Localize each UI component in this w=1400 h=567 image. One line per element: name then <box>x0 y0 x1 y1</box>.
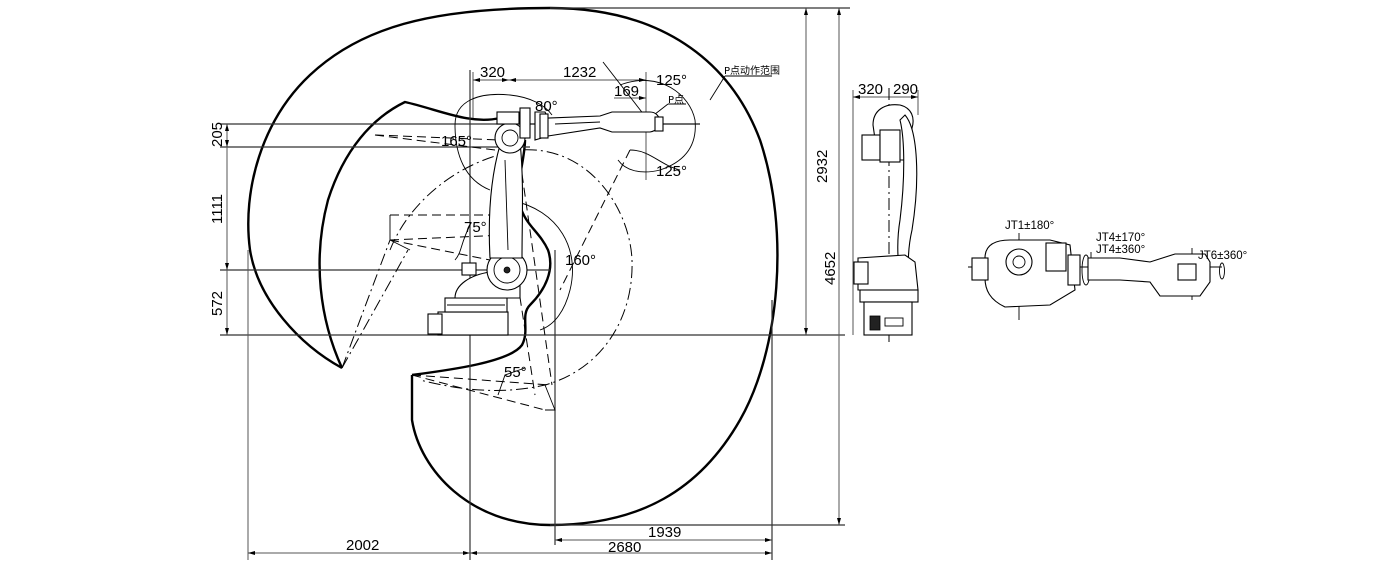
jt4-range-a: JT4±170° <box>1096 232 1145 244</box>
dim-2932: 2932 <box>814 150 831 183</box>
angle-75: 75° <box>464 219 487 236</box>
horizontal-dimensions-bottom: 2002 2680 1939 <box>248 524 772 556</box>
p-point-range-label: P点动作范围 <box>724 64 780 77</box>
angle-arcs: 80° 165° 125° 125° 75° 160° 55° <box>341 72 696 411</box>
robot-top-view: JT1±180° JT4±170° JT4±360° JT6±360° <box>968 220 1247 320</box>
angle-80: 80° <box>535 98 558 115</box>
jt4-range-b: JT4±360° <box>1096 244 1145 256</box>
robot-side-view <box>427 107 664 336</box>
reference-lines <box>220 7 850 560</box>
dim-1939: 1939 <box>648 524 681 541</box>
dim-1232: 1232 <box>563 64 596 81</box>
angle-125-top: 125° <box>656 72 687 89</box>
horizontal-dimensions-top: 320 1232 169 <box>472 61 649 180</box>
dim-290-front: 290 <box>893 81 918 98</box>
dim-1111: 1111 <box>209 194 226 224</box>
robot-front-view: 320 290 <box>852 81 919 342</box>
p-point-label: P点 <box>668 94 684 106</box>
vertical-dimensions-left: 205 1111 572 <box>209 122 229 335</box>
dim-2680: 2680 <box>608 539 641 556</box>
dim-572: 572 <box>209 291 226 316</box>
dim-4652: 4652 <box>822 252 839 285</box>
dim-205: 205 <box>209 122 226 147</box>
envelope-inner-boundary <box>318 100 501 369</box>
envelope-inner-cutout <box>411 139 552 377</box>
angle-165: 165° <box>441 133 472 150</box>
dim-169: 169 <box>614 83 639 100</box>
dim-2002: 2002 <box>346 537 379 554</box>
jt1-range: JT1±180° <box>1005 220 1054 232</box>
dim-320-top: 320 <box>480 64 505 81</box>
p-point-annotations: P点 P点动作范围 <box>649 64 780 119</box>
vertical-dimensions-right: 2932 4652 <box>804 8 841 525</box>
angle-125-bottom: 125° <box>656 163 687 180</box>
angle-55: 55° <box>504 364 527 381</box>
dim-320-front: 320 <box>858 81 883 98</box>
jt6-range: JT6±360° <box>1198 250 1247 262</box>
angle-160: 160° <box>565 252 596 269</box>
envelope-outer-boundary <box>247 6 779 527</box>
